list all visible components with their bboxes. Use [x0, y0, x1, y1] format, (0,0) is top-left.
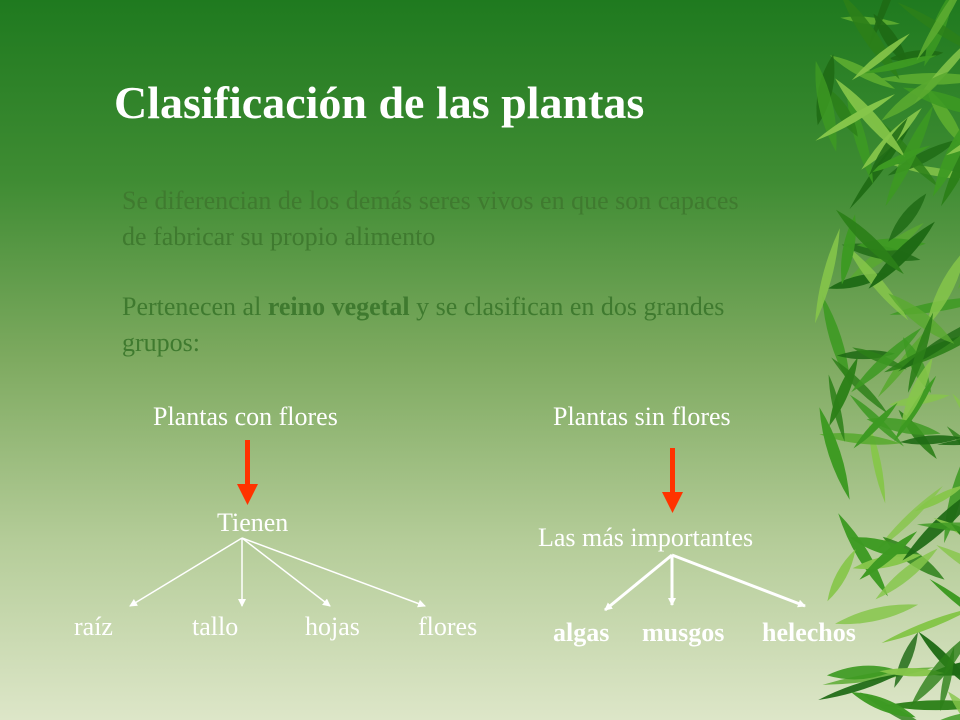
bamboo-leaf: [899, 435, 960, 445]
branch-raiz: [129, 537, 243, 607]
bamboo-leaf: [851, 33, 910, 81]
type-musgos: musgos: [642, 618, 725, 647]
kingdom-text-bold: reino vegetal: [267, 292, 410, 321]
group-with-flowers-title: Plantas con flores: [153, 402, 338, 431]
connector-tienen: Tienen: [217, 508, 289, 537]
bamboo-leaf: [907, 312, 934, 393]
bamboo-leaf: [869, 117, 908, 176]
bamboo-leaf: [829, 357, 858, 427]
connector-mas-importantes: Las más importantes: [538, 523, 754, 552]
type-algas: algas: [553, 618, 610, 647]
arrow-without-flowers: [662, 448, 683, 513]
bamboo-leaf: [932, 110, 960, 197]
bamboo-leaf: [916, 0, 960, 61]
bamboo-leaf: [849, 537, 921, 558]
bamboo-leaf: [827, 549, 856, 602]
arrow-with-flowers: [237, 440, 258, 505]
bamboo-leaf: [836, 209, 904, 275]
bamboo-leaf: [879, 668, 945, 677]
bamboo-leaf: [841, 214, 856, 285]
kingdom-text-before: Pertenecen al: [122, 292, 268, 321]
bamboo-leaf: [868, 221, 935, 289]
part-raiz: raíz: [74, 612, 113, 641]
bamboo-leaf: [866, 417, 941, 435]
part-hojas: hojas: [305, 612, 360, 641]
bamboo-leaf: [881, 71, 949, 121]
kingdom-text: Pertenecen al reino vegetal y se clasifi…: [122, 289, 782, 361]
bamboo-leaf: [929, 579, 960, 638]
intro-text: Se diferencian de los demás seres vivos …: [122, 186, 739, 251]
bamboo-leaf: [875, 548, 938, 600]
bamboo-leaf: [835, 604, 919, 625]
bamboo-leaf: [815, 94, 896, 141]
bamboo-leaf: [936, 545, 960, 598]
bamboo-leaf: [826, 665, 896, 680]
bamboo-leaf: [881, 607, 960, 643]
bamboo-leaf: [852, 347, 907, 370]
bamboo-leaf: [939, 647, 955, 712]
bamboo-leaf: [889, 164, 960, 181]
bamboo-leaf: [846, 89, 874, 185]
bamboo-leaf: [851, 692, 916, 718]
bamboo-leaf: [917, 522, 960, 534]
bamboo-leaf: [873, 13, 909, 66]
bamboo-leaf: [864, 55, 937, 74]
bamboo-leaf: [910, 632, 960, 706]
branch-helechos: [671, 553, 806, 608]
bamboo-leaf: [888, 193, 927, 242]
slide-title: Clasificación de las plantas: [114, 77, 645, 128]
bamboo-leaf: [883, 700, 960, 711]
group-without-flowers-title: Plantas sin flores: [553, 402, 731, 431]
bamboo-leaf: [941, 118, 960, 207]
bamboo-leaf: [818, 673, 900, 700]
bamboo-leaf: [888, 293, 955, 344]
bamboo-leaf: [851, 327, 922, 393]
bamboo-leaf: [835, 78, 906, 158]
bamboo-leaf: [838, 513, 888, 597]
branch-algas: [604, 553, 673, 612]
bamboo-leaf: [859, 531, 918, 580]
bamboo-leaf: [815, 228, 840, 324]
type-helechos: helechos: [762, 618, 856, 647]
part-flores: flores: [418, 612, 478, 641]
bamboo-leaf: [937, 434, 960, 446]
bamboo-leaf: [885, 104, 934, 207]
kingdom-text-after: y se clasifican en dos grandes grupos:: [122, 292, 725, 357]
bamboo-leaf: [900, 357, 933, 427]
bamboo-leaf: [829, 89, 858, 137]
bamboo-leaf: [914, 485, 960, 512]
bamboo-leaf: [819, 407, 850, 500]
part-tallo: tallo: [192, 612, 239, 641]
bamboo-leaf: [926, 248, 960, 328]
branch-hojas: [241, 537, 331, 607]
bamboo-leaf: [897, 2, 960, 57]
branch-flores: [241, 537, 426, 608]
bamboo-leaf: [853, 402, 898, 449]
